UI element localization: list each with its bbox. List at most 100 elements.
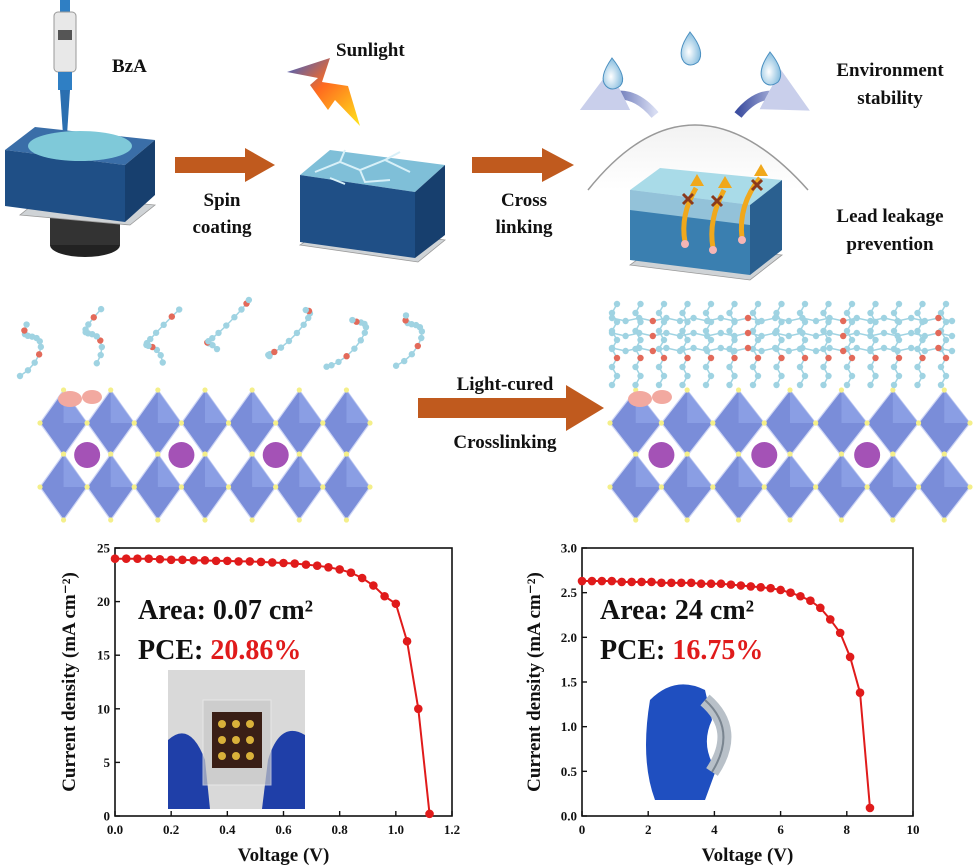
halide-atom <box>108 387 114 393</box>
carbon-atom <box>608 329 616 337</box>
x-tick-label: 6 <box>777 822 784 837</box>
carbon-atom <box>704 347 711 355</box>
carbon-atom <box>853 344 860 352</box>
carbon-atom <box>401 357 408 365</box>
halide-atom <box>367 484 373 490</box>
data-point <box>402 636 412 646</box>
carbon-atom <box>97 351 104 359</box>
carbon-atom <box>820 327 827 335</box>
octahedron-face <box>892 454 919 487</box>
octahedron-face <box>252 454 276 487</box>
carbon-atom <box>613 336 621 344</box>
curl-arrow-left <box>579 69 659 118</box>
halide-atom <box>813 484 819 490</box>
chain-bond <box>869 303 877 386</box>
y-tick-label: 15 <box>97 648 111 663</box>
oxygen-atom <box>935 344 942 352</box>
oxygen-atom <box>168 313 176 320</box>
sunlight-bolt-icon <box>287 58 360 126</box>
water-drop-icon <box>680 31 702 66</box>
oxygen-atom <box>935 314 942 322</box>
halide-atom <box>838 387 845 393</box>
cross-label-1: Cross <box>501 190 547 211</box>
y-tick-label: 2.0 <box>561 630 577 645</box>
data-point <box>716 579 726 589</box>
carbon-atom <box>223 322 230 329</box>
octahedron-face <box>252 390 276 423</box>
halide-atom <box>296 517 302 523</box>
carbon-atom <box>245 296 253 304</box>
carbon-atom <box>799 329 806 337</box>
chain-bond <box>775 303 783 386</box>
carbon-atom <box>684 336 691 344</box>
data-point <box>414 704 423 714</box>
oxygen-atom <box>935 329 942 337</box>
arrow-light-cured <box>418 385 604 431</box>
cation-atom <box>648 442 675 468</box>
y-tick-label: 10 <box>97 701 110 716</box>
carbon-atom <box>717 314 724 322</box>
halide-atom <box>131 420 137 426</box>
halide-atom <box>941 387 947 393</box>
arrow-spin-coating <box>175 148 275 182</box>
carbon-atom <box>679 327 686 335</box>
protected-device <box>628 164 784 281</box>
carbon-atom <box>608 309 616 317</box>
bza-label: BzA <box>112 56 147 77</box>
halide-atom <box>941 451 947 457</box>
carbon-atom <box>731 347 738 355</box>
surface-defect <box>628 391 652 407</box>
carbon-atom <box>880 314 888 322</box>
halide-atom <box>710 420 716 426</box>
carbon-atom <box>707 300 715 308</box>
y-axis-label: Current density (mA cm⁻²) <box>59 572 80 792</box>
halide-atom <box>155 387 161 393</box>
carbon-atom <box>948 347 956 355</box>
carbon-atom <box>921 317 928 325</box>
chain-bond <box>822 303 830 386</box>
x-tick-label: 8 <box>844 822 851 837</box>
carbon-atom <box>632 309 639 317</box>
carbon-atom <box>726 309 733 317</box>
chain-bond <box>705 303 712 386</box>
carbon-atom <box>921 332 928 340</box>
carbon-atom <box>660 336 668 344</box>
lead-label-1: Lead leakage <box>836 206 943 227</box>
crosslinking-label: Crosslinking <box>453 432 557 453</box>
carbon-atom <box>749 363 757 371</box>
halide-atom <box>343 451 350 457</box>
oxygen-atom <box>649 347 656 355</box>
carbon-atom <box>293 329 301 337</box>
carbon-atom <box>772 344 779 352</box>
carbon-atom <box>895 300 903 308</box>
data-point <box>706 579 716 589</box>
carbon-atom <box>636 314 643 322</box>
carbon-atom <box>880 344 888 352</box>
data-point <box>121 554 131 564</box>
carbon-atom <box>937 309 945 317</box>
carbon-atom <box>704 317 711 325</box>
chain-bond <box>846 303 853 386</box>
halide-atom <box>761 420 767 426</box>
data-point <box>380 591 389 601</box>
carbon-atom <box>357 337 364 344</box>
x-tick-label: 0.0 <box>107 822 123 837</box>
oxygen-atom <box>707 354 715 362</box>
carbon-atom <box>731 332 738 340</box>
carbon-atom <box>948 332 956 340</box>
data-point <box>865 803 875 813</box>
data-point <box>357 573 367 583</box>
carbon-atom <box>408 351 416 358</box>
halide-atom <box>249 451 255 457</box>
device-photo-large <box>645 675 735 805</box>
carbon-atom <box>93 360 100 367</box>
carbon-atom <box>785 332 792 340</box>
halide-atom <box>202 451 208 457</box>
carbon-atom <box>632 381 639 389</box>
oxygen-atom <box>271 348 278 356</box>
carbon-atom <box>655 363 663 371</box>
carbon-atom <box>731 300 738 308</box>
oxygen-atom <box>613 354 621 362</box>
pipette-icon <box>53 0 77 142</box>
